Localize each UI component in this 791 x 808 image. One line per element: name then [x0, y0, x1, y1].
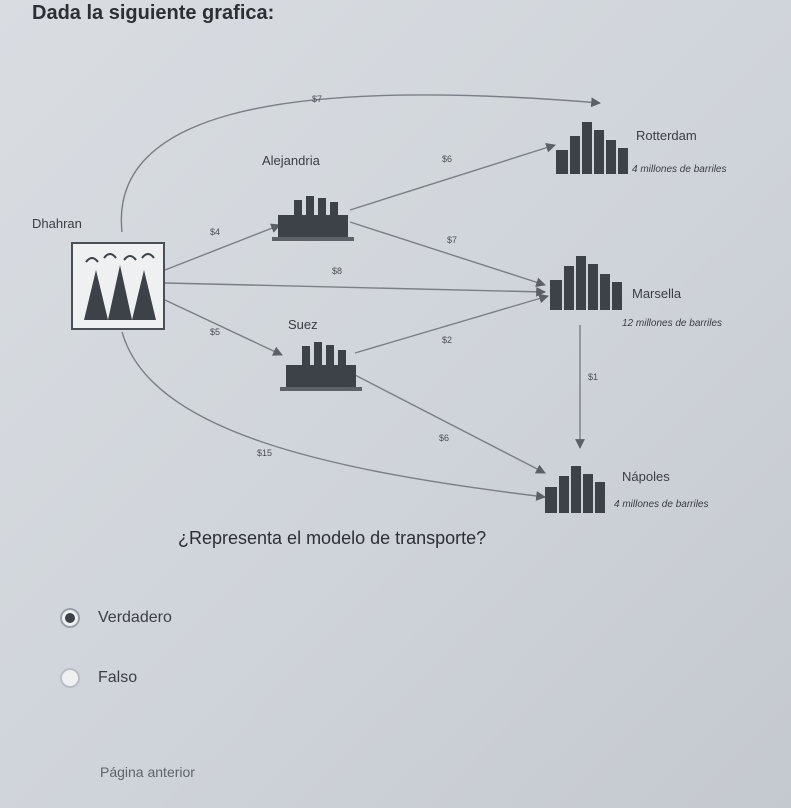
edge-alejandria-rotterdam: [349, 142, 556, 211]
edge-dhahran-suez: [164, 299, 283, 356]
node-rotterdam-label: Rotterdam: [636, 128, 697, 143]
city-skyline-icon: [545, 466, 605, 513]
supply-marsella: 12 millones de barriles: [622, 318, 722, 329]
option-falso[interactable]: Falso: [60, 668, 137, 688]
cost-dhahran-alejandria: $4: [210, 227, 220, 237]
cost-suez-marsella: $2: [442, 335, 452, 345]
city-skyline-icon: [556, 122, 628, 174]
factory-icon: [280, 342, 362, 391]
edge-suez-marsella: [354, 293, 549, 354]
node-alejandria-label: Alejandria: [262, 153, 321, 168]
radio-dot-icon: [65, 613, 75, 623]
edge-suez-napoles: [354, 374, 546, 474]
supply-napoles: 4 millones de barriles: [614, 499, 709, 510]
previous-page-link[interactable]: Página anterior: [100, 764, 195, 780]
cost-alejandria-rotterdam: $6: [442, 154, 452, 164]
transport-network-diagram: $7 $6 $4 $7 $8 $5 $2 $1 $6 $15 Dhahran A…: [32, 94, 727, 513]
cost-suez-napoles: $6: [439, 433, 449, 443]
node-marsella-label: Marsella: [632, 286, 682, 301]
edge-dhahran-napoles: [121, 331, 546, 501]
option-verdadero[interactable]: Verdadero: [60, 608, 172, 628]
cost-alejandria-marsella: $7: [447, 235, 457, 245]
node-napoles-label: Nápoles: [622, 469, 670, 484]
radio-button[interactable]: [60, 668, 80, 688]
node-dhahran-label: Dhahran: [32, 216, 82, 231]
edge-dhahran-marsella: [164, 282, 546, 297]
radio-button-selected[interactable]: [60, 608, 80, 628]
option-falso-label: Falso: [98, 669, 138, 686]
supply-rotterdam: 4 millones de barriles: [632, 164, 727, 175]
node-suez-label: Suez: [288, 317, 318, 332]
question-prompt: ¿Representa el modelo de transporte?: [178, 528, 487, 548]
edge-alejandria-marsella: [349, 221, 546, 287]
edge-dhahran-alejandria: [164, 223, 281, 271]
question-title: Dada la siguiente grafica:: [32, 2, 275, 24]
cost-dhahran-suez: $5: [210, 327, 220, 337]
cost-dhahran-rotterdam: $7: [312, 94, 322, 104]
oil-field-icon: [71, 242, 165, 330]
option-verdadero-label: Verdadero: [98, 609, 172, 626]
factory-icon: [272, 196, 354, 241]
cost-dhahran-marsella: $8: [332, 266, 342, 276]
cost-dhahran-napoles: $15: [257, 448, 272, 458]
edge-dhahran-rotterdam: [120, 94, 601, 233]
city-skyline-icon: [550, 256, 622, 310]
cost-marsella-napoles: $1: [588, 372, 598, 382]
